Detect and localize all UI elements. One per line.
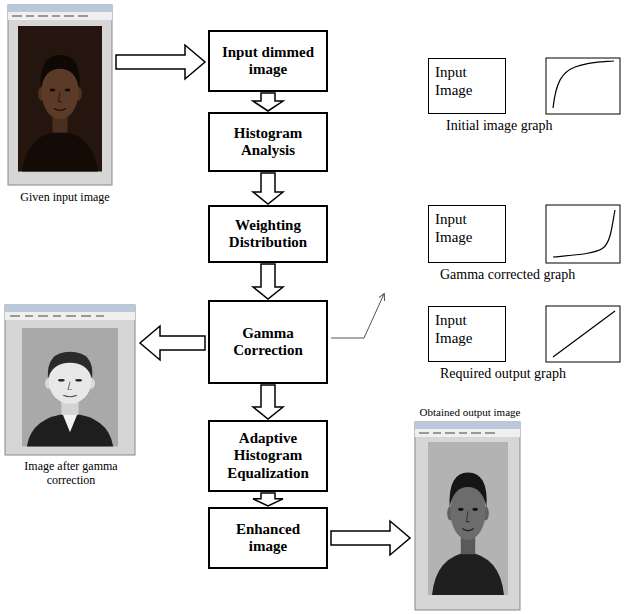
- image-box: Input Image: [428, 306, 506, 362]
- hair: [48, 352, 93, 379]
- menu-items: [10, 315, 104, 317]
- caption: Image after gamma correction: [12, 460, 130, 488]
- graph-panel: [546, 58, 620, 362]
- box-text: Adaptive Histogram Equalization: [216, 430, 320, 482]
- shoulders: [432, 552, 504, 595]
- mouth: [54, 108, 66, 110]
- caption: Required output graph: [440, 366, 622, 382]
- window-frame: [415, 422, 520, 610]
- box-text: Gamma Correction: [216, 325, 320, 360]
- title-bar: [8, 5, 112, 12]
- caption: Given input image: [10, 191, 120, 205]
- leader-arrow: [331, 294, 384, 338]
- log-curve: [553, 61, 614, 108]
- menu-items: [12, 15, 88, 17]
- mouth: [462, 529, 473, 531]
- process-box: Input dimmed image: [208, 30, 328, 92]
- title-bar: [5, 305, 135, 312]
- box-text: Input dimmed image: [216, 44, 320, 79]
- face-picture: [22, 328, 118, 447]
- eye: [458, 508, 464, 511]
- box-text: Input Image: [435, 311, 499, 347]
- hair: [41, 55, 80, 88]
- eye: [65, 88, 71, 91]
- output-photo: [415, 422, 520, 610]
- box-text: Histogram Analysis: [216, 125, 320, 160]
- face-picture: [428, 442, 508, 595]
- photo-ground: [428, 442, 508, 595]
- menu-bar: [8, 12, 112, 20]
- nose: [466, 511, 469, 521]
- block-arrow: [253, 493, 283, 506]
- menu-bar: [5, 312, 135, 320]
- menu-bar: [415, 429, 520, 437]
- eye: [58, 379, 65, 382]
- graph-frame: [546, 205, 620, 263]
- image-box: Input Image: [428, 58, 506, 114]
- block-arrow: [253, 93, 283, 111]
- input-photo: [8, 5, 112, 185]
- graph-frame: [546, 58, 620, 114]
- shoulders: [22, 131, 98, 172]
- image-box: Input Image: [428, 205, 506, 263]
- hair: [449, 473, 486, 508]
- caption: Obtained output image: [412, 406, 528, 419]
- eye: [472, 508, 478, 511]
- process-box: Adaptive Histogram Equalization: [208, 420, 328, 492]
- block-arrow: [331, 521, 410, 555]
- process-box: Enhanced image: [208, 507, 328, 569]
- mouth: [63, 395, 76, 397]
- caption: Gamma corrected graph: [440, 267, 622, 283]
- linear-line: [553, 311, 615, 357]
- gamma-photo: [5, 305, 135, 455]
- block-arrow: [253, 173, 283, 204]
- process-box: Gamma Correction: [208, 300, 328, 384]
- box-text: Input Image: [435, 63, 499, 99]
- box-text: Enhanced image: [216, 521, 320, 556]
- process-box: Histogram Analysis: [208, 112, 328, 172]
- window-frame: [8, 5, 112, 185]
- face-picture: [18, 26, 102, 172]
- photo-ground: [22, 328, 118, 447]
- process-box: Weighting Distribution: [208, 205, 328, 263]
- caption: Initial image graph: [446, 118, 616, 134]
- eye: [50, 88, 56, 91]
- block-arrow: [116, 45, 205, 79]
- block-arrow: [140, 326, 205, 360]
- exp-curve: [553, 210, 615, 257]
- collar: [62, 413, 77, 432]
- nose: [58, 92, 61, 102]
- photo-ground: [18, 26, 102, 172]
- shoulders: [27, 413, 113, 446]
- block-arrow: [253, 264, 283, 299]
- menu-items: [419, 432, 495, 434]
- nose: [68, 382, 72, 390]
- box-text: Weighting Distribution: [216, 217, 320, 252]
- eye: [75, 379, 82, 382]
- block-arrow: [253, 385, 283, 419]
- graph-frame: [546, 306, 620, 362]
- window-frame: [5, 305, 135, 455]
- title-bar: [415, 422, 520, 429]
- box-text: Input Image: [435, 210, 499, 246]
